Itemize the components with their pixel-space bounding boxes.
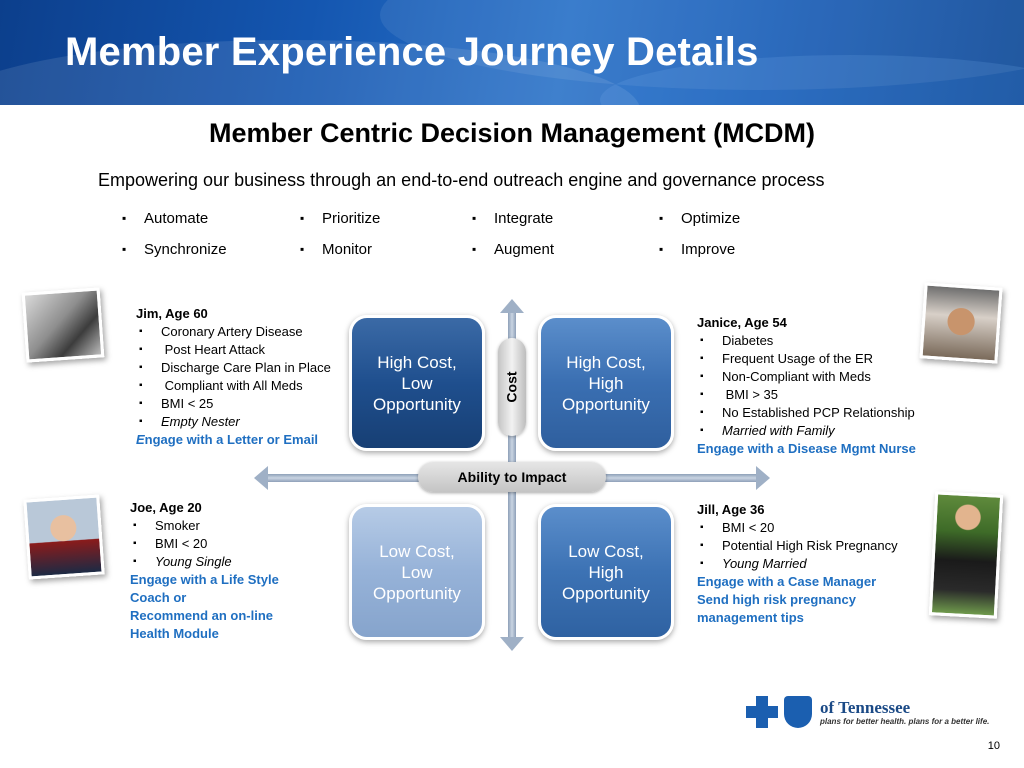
logo-tagline: plans for better health. plans for a bet…: [820, 716, 990, 726]
persona-item: Post Heart Attack: [136, 341, 351, 359]
photo-man-icon: [21, 287, 105, 363]
persona-name: Jim, Age 60: [136, 306, 208, 321]
header-banner: Member Experience Journey Details: [0, 0, 1024, 105]
impact-axis-label: Ability to Impact: [418, 462, 606, 492]
persona-action: Engage with a Life Style Coach or Recomm…: [130, 572, 279, 641]
persona-item: BMI < 20: [130, 535, 330, 553]
persona-item: Coronary Artery Disease: [136, 323, 351, 341]
bullet-column-4: Optimize Improve: [655, 203, 740, 265]
tagline: Empowering our business through an end-t…: [98, 170, 825, 190]
persona-action: Engage with a Letter or Email: [136, 432, 319, 447]
persona-jim: Jim, Age 60 Coronary Artery Disease Post…: [136, 305, 351, 449]
bullet-item: Prioritize: [296, 203, 380, 234]
blue-shield-icon: [784, 696, 812, 728]
bullet-item: Optimize: [655, 203, 740, 234]
bullet-item: Augment: [468, 234, 554, 265]
bullet-item: Automate: [118, 203, 227, 234]
slide-subtitle: Member Centric Decision Management (MCDM…: [208, 118, 816, 148]
bullet-item: Integrate: [468, 203, 554, 234]
persona-name: Joe, Age 20: [130, 500, 202, 515]
persona-jill: Jill, Age 36 BMI < 20 Potential High Ris…: [697, 501, 932, 627]
persona-joe: Joe, Age 20 Smoker BMI < 20 Young Single…: [130, 499, 330, 643]
persona-item: Diabetes: [697, 332, 957, 350]
persona-item: Discharge Care Plan in Place: [136, 359, 351, 377]
logo-name: of Tennessee: [820, 697, 911, 717]
blue-cross-icon: [746, 696, 778, 728]
persona-item: Potential High Risk Pregnancy: [697, 537, 932, 555]
persona-name: Janice, Age 54: [697, 315, 787, 330]
bullet-item: Synchronize: [118, 234, 227, 265]
persona-item: Empty Nester: [136, 413, 351, 431]
bullet-column-1: Automate Synchronize: [118, 203, 227, 265]
persona-item: Young Married: [697, 555, 932, 573]
persona-item: Young Single: [130, 553, 330, 571]
bcbs-logo: of Tennessee plans for better health. pl…: [746, 696, 989, 728]
page-number: 10: [987, 740, 1000, 752]
photo-young-man-icon: [23, 494, 105, 580]
persona-item: Smoker: [130, 517, 330, 535]
bullet-item: Improve: [655, 234, 740, 265]
page-title: Member Experience Journey Details: [65, 30, 759, 74]
persona-action: Engage with a Disease Mgmt Nurse: [697, 441, 916, 456]
persona-item: Compliant with All Meds: [136, 377, 351, 395]
persona-item: Frequent Usage of the ER: [697, 350, 957, 368]
persona-action: Engage with a Case Manager Send high ris…: [697, 574, 877, 625]
bullet-column-3: Integrate Augment: [468, 203, 554, 265]
persona-item: BMI < 25: [136, 395, 351, 413]
cost-axis-label: Cost: [498, 338, 526, 436]
persona-item: No Established PCP Relationship: [697, 404, 957, 422]
persona-item: Married with Family: [697, 422, 957, 440]
persona-janice: Janice, Age 54 Diabetes Frequent Usage o…: [697, 314, 957, 458]
bullet-item: Monitor: [296, 234, 380, 265]
persona-item: BMI < 20: [697, 519, 932, 537]
persona-item: Non-Compliant with Meds: [697, 368, 957, 386]
persona-name: Jill, Age 36: [697, 502, 765, 517]
persona-item: BMI > 35: [697, 386, 957, 404]
bullet-column-2: Prioritize Monitor: [296, 203, 380, 265]
photo-pregnant-woman-icon: [928, 491, 1004, 619]
